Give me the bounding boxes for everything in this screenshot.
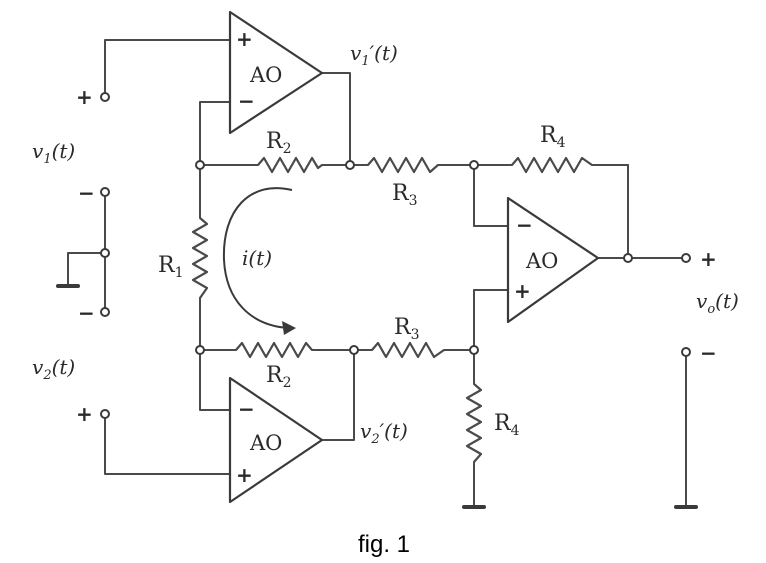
resistor-labels: R2 R3 R4 R1 R2 R3 R4 [158,123,566,439]
node-output [623,253,633,263]
label-r3-top: R3 [392,181,418,209]
sign-vo-plus: + [700,247,717,271]
label-v2: v2(t) [32,355,75,383]
terminal-signs: + − − + + − [76,85,717,426]
opamp-right-minus-sign: − [516,213,533,237]
label-vo: vo(t) [696,289,739,317]
label-r3-bottom: R3 [394,315,420,343]
label-r4-top: R4 [540,123,566,151]
opamp-bottom: − + AO [228,376,324,504]
terminal-v1-plus [100,92,110,102]
terminal-common [100,248,110,258]
resistors [191,156,593,463]
node-r1-bottom [195,345,205,355]
terminal-vo-minus [681,347,691,357]
label-r2-top: R2 [266,129,292,157]
resistor-r2-bottom [235,341,313,359]
resistor-r4-top [511,156,593,174]
sign-v1-plus: + [76,85,93,109]
label-r4-right: R4 [494,411,520,439]
signal-labels: v1(t) v2(t) v1′(t) v2′(t) vo(t) [32,41,739,447]
resistor-r4-right [465,383,483,463]
opamp-top-minus-sign: − [238,89,255,113]
terminal-v1-minus [100,187,110,197]
terminal-vo-plus [681,253,691,263]
label-v2-prime: v2′(t) [360,419,408,447]
label-r2-bottom: R2 [266,363,292,391]
figure-caption: fig. 1 [358,531,410,558]
sign-vo-minus: − [700,341,717,365]
opamp-right-plus-sign: + [514,279,531,303]
node-v1p [345,160,355,170]
label-v1-prime: v1′(t) [350,41,398,69]
sign-v2-plus: + [76,402,93,426]
opamp-bottom-minus-sign: − [238,397,255,421]
sign-v1-minus: − [78,181,95,205]
opamp-right-label: AO [525,249,558,273]
current-arc-icon [222,187,293,329]
resistor-r3-top [367,156,439,174]
label-v1: v1(t) [32,139,75,167]
opamp-bottom-label: AO [249,431,282,455]
current-arrow: i(t) [222,187,296,335]
opamp-bottom-plus-sign: + [236,463,253,487]
terminal-v2-minus [100,307,110,317]
label-r1: R1 [158,253,184,281]
node-r1-top [195,160,205,170]
node-right-minus [469,160,479,170]
opamp-top-plus-sign: + [236,27,253,51]
resistor-r3-bottom [371,341,445,359]
opamp-right: − + AO [506,196,600,324]
opamp-top-label: AO [249,63,282,87]
wires [67,39,687,507]
resistor-r2-top [257,156,323,174]
grounds [56,284,698,509]
opamp-top: + − AO [228,10,324,135]
arrowhead-icon [282,321,296,335]
nodes [100,92,691,419]
terminal-v2-plus [100,409,110,419]
resistor-r1 [191,217,209,299]
node-v2p [349,345,359,355]
node-right-plus [469,345,479,355]
sign-v2-minus: − [78,301,95,325]
current-label: i(t) [242,246,272,270]
